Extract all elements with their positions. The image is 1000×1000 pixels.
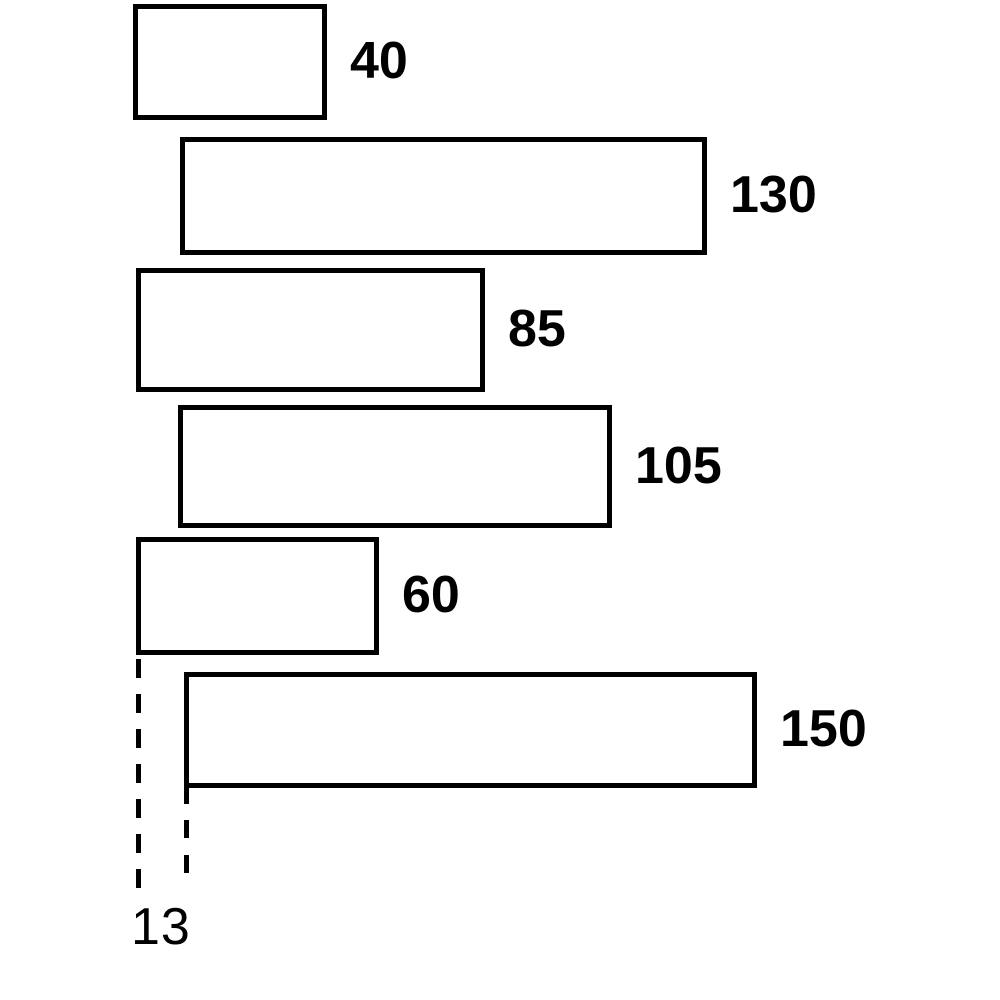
offset-label: 13 [131, 898, 191, 956]
bar-value-label: 105 [635, 436, 722, 495]
bar-value-label: 85 [508, 299, 566, 358]
bar-row-3: 85 [136, 268, 566, 392]
bar-row-5: 60 [136, 537, 460, 655]
bar-value-label: 40 [350, 31, 408, 90]
bar-value-label: 150 [780, 699, 867, 758]
bar-row-6: 150 [184, 672, 867, 788]
bar-row-2: 130 [180, 137, 817, 255]
bar-row-4: 105 [178, 405, 722, 528]
bar-row-1: 40 [133, 4, 408, 120]
bar-value-label: 60 [402, 565, 460, 624]
bar-value-label: 130 [730, 165, 817, 224]
